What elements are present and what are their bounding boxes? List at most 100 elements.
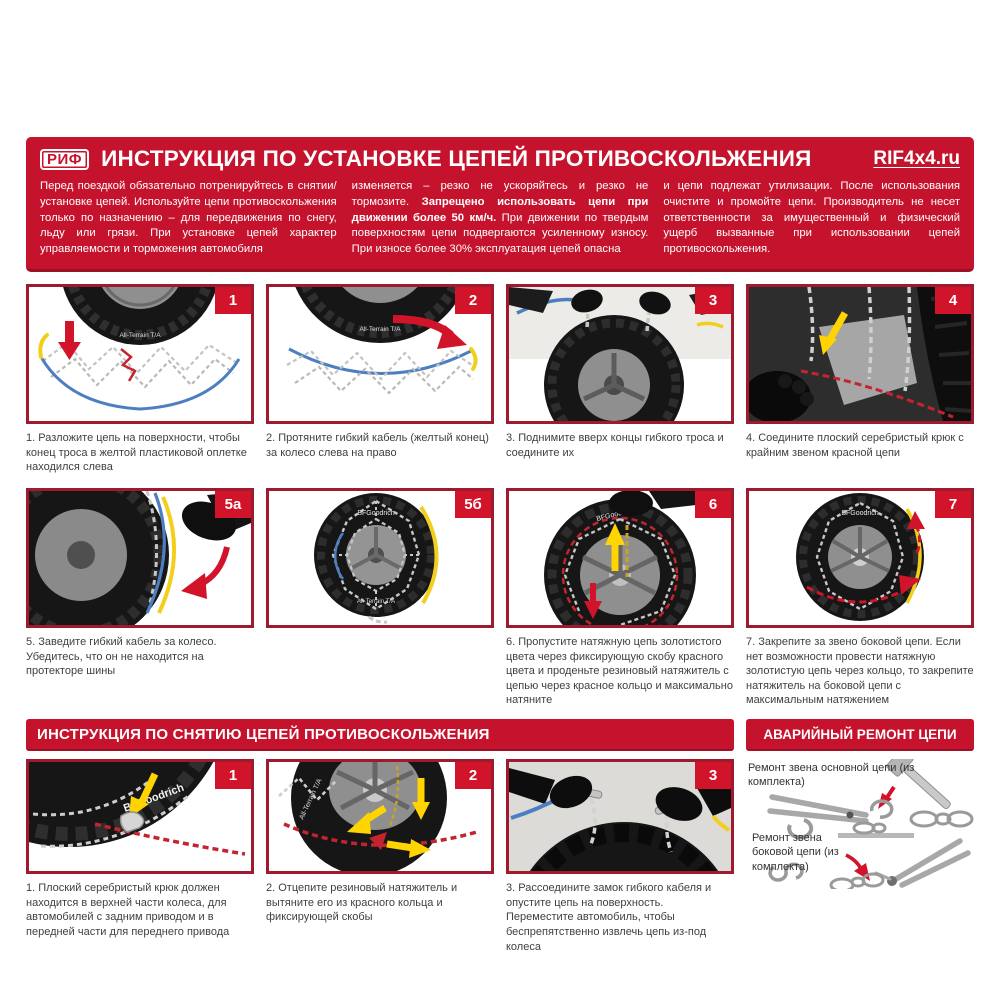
intro-column-3: и цепи подлежат утилизации. После исполь… [663, 180, 961, 256]
removal-step3-photo: 3 [506, 759, 734, 875]
step-caption: 2. Отцепите резиновый натяжитель и вытян… [266, 882, 458, 924]
step-caption: 7. Закрепите за звено боковой цепи. Если… [746, 635, 974, 707]
step-badge: 6 [695, 490, 731, 518]
step4-photo: 4 [746, 284, 974, 425]
anvil-plate [838, 833, 914, 839]
step-caption: 1. Плоский серебристый крюк должен наход… [26, 882, 230, 938]
silver-hook [119, 811, 145, 833]
chain-mesh [286, 349, 476, 381]
red-arrow-icon [181, 546, 230, 599]
step-badge: 7 [935, 490, 971, 518]
removal-step-1: BFGoodrich 1 1. Плоский серебристый крюк… [26, 759, 254, 954]
tension-chain-illustration: BFGoodrich [544, 490, 731, 625]
removal-steps-grid: BFGoodrich 1 1. Плоский серебристый крюк… [26, 759, 974, 954]
step-badge: 1 [215, 287, 251, 315]
red-chain [120, 348, 137, 382]
yellow-cable-end [469, 347, 478, 372]
step2-photo: All-Terrain T/A 2 [266, 284, 494, 425]
chain-mesh [815, 501, 905, 611]
intro-col2-pre: изменяется – резко не ускоряйтесь и резк… [351, 180, 649, 208]
pliers-icon [767, 794, 869, 824]
chain-edge [145, 490, 159, 608]
intro-col2-warning: Запрещено использовать цепи при движении… [351, 195, 649, 224]
yellow-arrow-icons [347, 778, 431, 859]
emergency-repair-panel: Ремонт звена основной цепи (из комплекта… [746, 759, 974, 890]
fasten-side-chain-illustration: BFGoodrich [796, 492, 925, 621]
step-caption: 2. Протяните гибкий кабель (желтый конец… [266, 432, 489, 459]
step3-photo: 3 [506, 284, 734, 425]
step-caption: 3. Поднимите вверх концы гибкого троса и… [506, 432, 724, 459]
left-arm [509, 287, 553, 314]
yellow-arrow-icon [605, 522, 625, 571]
tire [529, 822, 719, 872]
install-step-6: BFGoodrich 6 6. Про [506, 487, 734, 708]
install-step-4: 4 4. Соедините плоский серебристый крюк … [746, 284, 974, 475]
gold-chain [387, 765, 400, 829]
bolt-cutter-icon [874, 838, 971, 888]
tire-model-text: All-Terrain T/A [357, 599, 395, 605]
intro-column-2: изменяется – резко не ускоряйтесь и резк… [352, 179, 649, 258]
step-caption: 4. Соедините плоский серебристый крюк с … [746, 432, 964, 459]
repair-side-chain-label: Ремонт звена боковой цепи (из комплекта) [752, 832, 839, 873]
intro-column-1: Перед поездкой обязательно потренируйтес… [40, 180, 337, 256]
step-badge: 3 [695, 287, 731, 315]
chain-mesh [42, 341, 238, 375]
cable-behind-wheel-illustration: All-Terrain T/A [286, 287, 478, 395]
removal-step-3: 3 3. Рассоедините замок гибкого кабеля и… [506, 759, 734, 954]
website-url: RIF4x4.ru [873, 148, 960, 169]
install-step-5a: 5а 5. Заведите гибкий кабель за колесо. … [26, 487, 254, 708]
hook-connection-closeup-illustration [749, 287, 971, 422]
install-steps-grid: All-Terrain T/A 1 1. Разложите цепь на п… [26, 284, 974, 708]
intro-text: Перед поездкой обязательно потренируйтес… [40, 179, 960, 258]
hammer-icon [886, 759, 951, 810]
blue-cable [39, 356, 241, 411]
yellow-cable [157, 496, 176, 614]
repair-main-chain-label: Ремонт звена основной цепи (из комплекта… [748, 762, 915, 789]
lift-cable-ends-illustration [509, 287, 731, 422]
step-caption: 5. Заведите гибкий кабель за колесо. Убе… [26, 635, 217, 678]
blue-cable [334, 532, 345, 580]
step-badge: 4 [935, 287, 971, 315]
yellow-cable-end [38, 333, 49, 360]
red-arrow-path [806, 510, 925, 604]
tire [29, 762, 214, 848]
section-bars: ИНСТРУКЦИЯ ПО СНЯТИЮ ЦЕПЕЙ ПРОТИВОСКОЛЬЖ… [26, 719, 974, 752]
red-arrow-icon [58, 321, 81, 361]
red-chain [94, 822, 246, 856]
chain-laid-out-illustration: All-Terrain T/A [38, 287, 241, 411]
yellow-cable [711, 814, 731, 832]
removal-step-2: All-Terrain T/A 2 2. Отцепите резиновый … [266, 759, 494, 954]
left-glove [549, 775, 593, 809]
wheel-with-chain-net-illustration: BFGoodrich All-Terrain T/A [314, 492, 439, 624]
yellow-arrow-icon [819, 311, 849, 356]
install-step-1: All-Terrain T/A 1 1. Разложите цепь на п… [26, 284, 254, 475]
step-caption: 1. Разложите цепь на поверхности, чтобы … [26, 432, 247, 474]
install-step-2: All-Terrain T/A 2 2. Протяните гибкий ка… [266, 284, 494, 475]
step-badge: 3 [695, 762, 731, 790]
chain-repair-illustration [767, 759, 974, 890]
step1-photo: All-Terrain T/A 1 [26, 284, 254, 425]
repair-section-title: АВАРИЙНЫЙ РЕМОНТ ЦЕПИ [746, 719, 974, 752]
chain [589, 797, 597, 845]
tire [63, 287, 217, 346]
left-glove [571, 289, 603, 313]
right-glove [655, 787, 703, 821]
hook-position-illustration: BFGoodrich [29, 762, 246, 856]
chain-mesh [563, 517, 677, 625]
side-chain-links [829, 872, 885, 890]
page-title: ИНСТРУКЦИЯ ПО УСТАНОВКЕ ЦЕПЕЙ ПРОТИВОСКО… [101, 146, 812, 171]
tire-model-text: All-Terrain T/A [119, 332, 161, 339]
install-step-7: BFGoodrich 7 7. Закрепите за звено боков… [746, 487, 974, 708]
step6-photo: BFGoodrich 6 [506, 487, 734, 628]
step5b-photo: BFGoodrich All-Terrain T/A 5б [266, 487, 494, 628]
blue-cable [145, 492, 166, 614]
chain-mesh [331, 499, 421, 611]
alloy-wheel-face [819, 315, 917, 406]
instruction-sheet: РИФ ИНСТРУКЦИЯ ПО УСТАНОВКЕ ЦЕПЕЙ ПРОТИВ… [26, 0, 974, 954]
removal-step2-photo: All-Terrain T/A 2 [266, 759, 494, 875]
chain-links [852, 810, 974, 835]
c-shaped-link [787, 818, 814, 840]
left-arm [509, 768, 555, 805]
step-caption: 3. Рассоедините замок гибкого кабеля и о… [506, 882, 712, 953]
yellow-cable [419, 505, 439, 604]
